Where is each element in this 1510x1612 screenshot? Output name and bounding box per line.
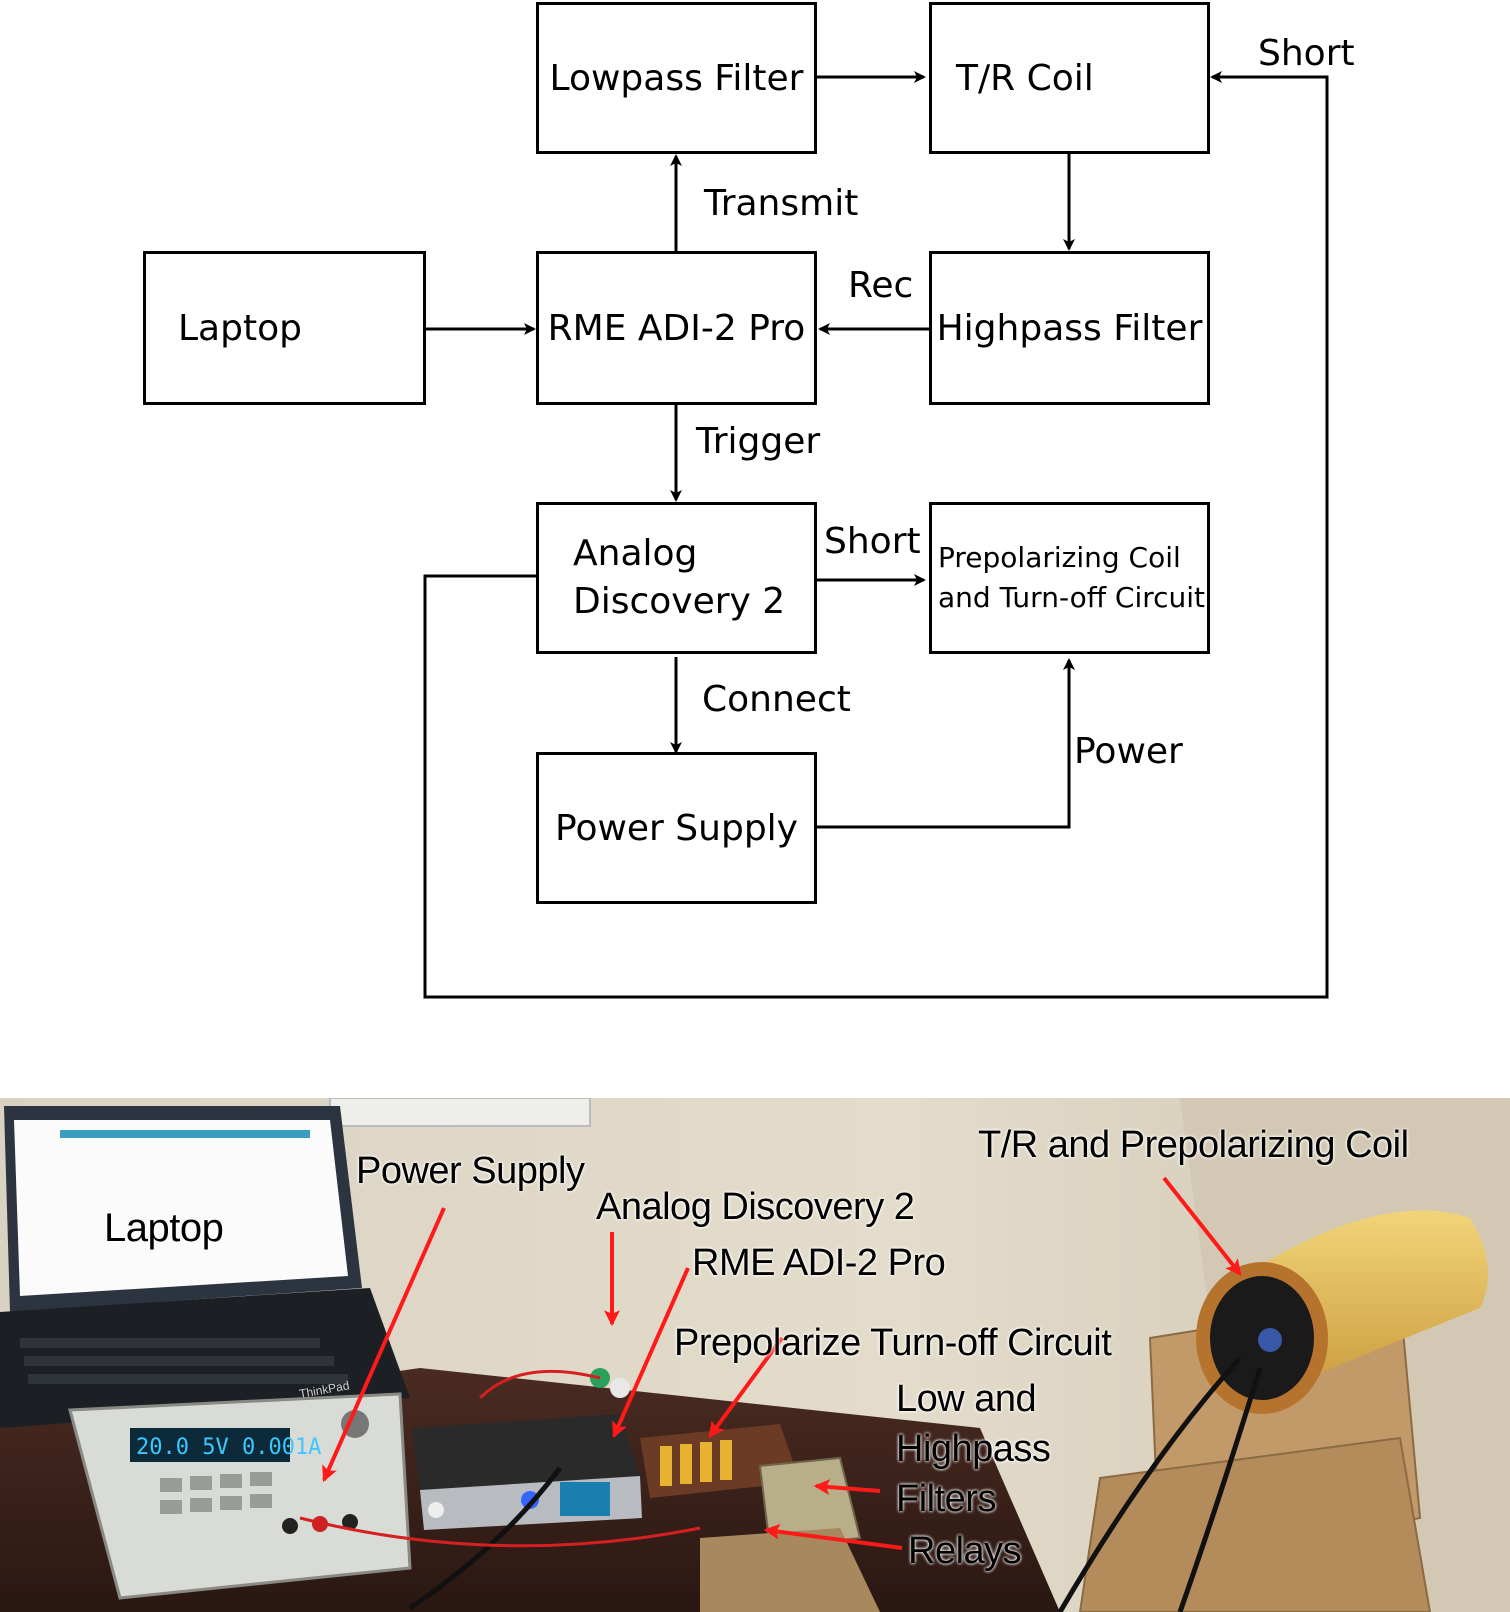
edge-label-short-top: Short: [1258, 33, 1355, 74]
block-highpass-filter-label: Highpass Filter: [936, 307, 1203, 349]
photo-label-laptop: Laptop: [104, 1206, 224, 1250]
photo-label-prepolarize: Prepolarize Turn-off Circuit: [674, 1322, 1112, 1364]
setup-photo: ThinkPad 20.0 5V 0.001A: [0, 1098, 1510, 1612]
edge-label-rec: Rec: [848, 265, 914, 306]
photo-label-relays: Relays: [908, 1530, 1022, 1572]
block-prepolarizing-coil: Prepolarizing Coil and Turn-off Circuit: [929, 502, 1210, 654]
photo-label-power-supply: Power Supply: [356, 1150, 585, 1192]
block-laptop-label: Laptop: [178, 307, 302, 349]
edge-label-trigger: Trigger: [696, 421, 821, 462]
block-tr-coil-label: T/R Coil: [956, 57, 1094, 99]
arrow-rme: [612, 1267, 690, 1439]
block-power-supply: Power Supply: [536, 752, 817, 904]
block-lowpass-filter-label: Lowpass Filter: [549, 57, 804, 99]
arrow-coil: [1162, 1176, 1242, 1276]
rme-photo-icon: [412, 1414, 640, 1490]
photo-label-filters-line3: Filters: [896, 1478, 996, 1520]
edge-label-short-mid: Short: [824, 521, 921, 562]
power-supply-display: 20.0 5V 0.001A: [136, 1435, 321, 1460]
diagram-connectors: [416, 71, 1329, 999]
edge-label-transmit: Transmit: [704, 183, 859, 224]
block-rme-adi2-pro-label: RME ADI-2 Pro: [547, 307, 806, 349]
photo-label-coil: T/R and Prepolarizing Coil: [978, 1124, 1409, 1166]
block-prepolarizing-coil-label-line1: Prepolarizing Coil: [938, 541, 1181, 574]
block-lowpass-filter: Lowpass Filter: [536, 2, 817, 154]
block-laptop: Laptop: [143, 251, 426, 405]
block-tr-coil: T/R Coil: [929, 2, 1210, 154]
photo-label-filters-line2: Highpass: [896, 1428, 1051, 1470]
block-rme-adi2-pro: RME ADI-2 Pro: [536, 251, 817, 405]
block-prepolarizing-coil-label-line2: and Turn-off Circuit: [938, 581, 1206, 614]
arrow-filters: [813, 1479, 881, 1496]
edge-label-connect: Connect: [702, 679, 851, 720]
photo-label-filters-line1: Low and: [896, 1378, 1037, 1420]
block-highpass-filter: Highpass Filter: [929, 251, 1210, 405]
photo-label-rme: RME ADI-2 Pro: [692, 1242, 946, 1284]
arrow-relays: [763, 1523, 903, 1550]
block-analog-discovery-2-label-line2: Discovery 2: [573, 581, 786, 622]
block-analog-discovery-2-label-line1: Analog: [573, 533, 698, 574]
setup-photo-illustration: ThinkPad 20.0 5V 0.001A: [0, 1098, 1510, 1612]
arrow-powersupply-to-prepol: [817, 658, 1075, 829]
filters-relays-photo-icon: [758, 1456, 862, 1550]
photo-label-analog-discovery: Analog Discovery 2: [596, 1186, 915, 1228]
arrow-prepolarize: [708, 1336, 784, 1438]
edge-label-power: Power: [1074, 731, 1183, 772]
arrow-analog-loop-to-trcoil: [423, 71, 1329, 999]
block-power-supply-label: Power Supply: [555, 807, 798, 849]
arrow-power-supply: [322, 1207, 446, 1483]
block-analog-discovery-2: Analog Discovery 2: [536, 502, 817, 654]
